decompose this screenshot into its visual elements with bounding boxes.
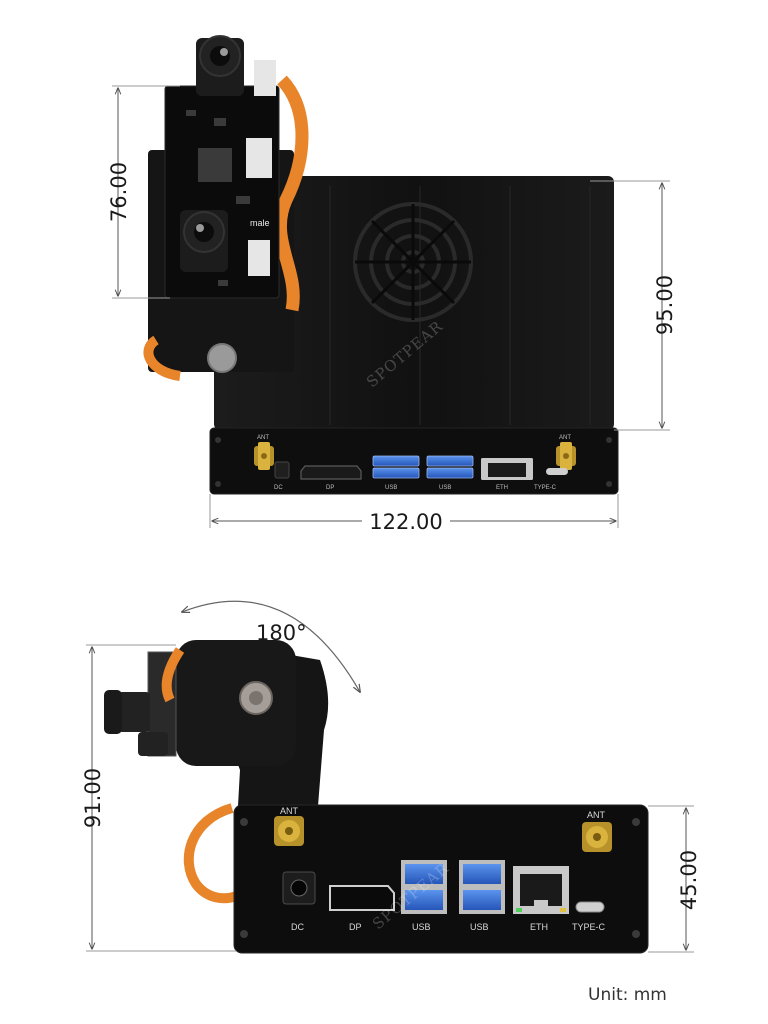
ethernet-port (481, 458, 533, 480)
ffc-cable-side (161, 647, 238, 904)
dimension-case-height: 45.00 (648, 805, 701, 953)
ant-label-left-front: ANT (280, 806, 299, 816)
dim-122-label: 122.00 (369, 510, 442, 534)
ethernet-port-front (513, 866, 569, 914)
pcb-components (186, 60, 276, 286)
dim-91-label: 91.00 (81, 768, 105, 828)
screw-icon (632, 930, 640, 938)
screw-icon (215, 437, 221, 443)
pcb-label: male (250, 218, 270, 228)
dp-label-front: DP (349, 922, 362, 932)
screw-icon (240, 818, 248, 826)
top-view: SPOTPEAR ANT ANT DC DP USB (143, 35, 619, 495)
front-view: 180° ANT ANT (104, 600, 649, 954)
dc-jack-front (282, 871, 316, 905)
typec-port-front (575, 901, 605, 913)
ffc-cable-top (273, 75, 309, 312)
dim-45-label: 45.00 (677, 850, 701, 910)
camera-lens-lower (180, 210, 228, 272)
dc-label: DC (274, 485, 283, 491)
usb-label-1-front: USB (412, 922, 431, 932)
antenna-connector-left-front (274, 816, 304, 846)
eth-label: ETH (496, 485, 508, 491)
camera-lens-side (104, 690, 168, 756)
typec-label-front: TYPE-C (572, 922, 606, 932)
eth-label-front: ETH (530, 922, 548, 932)
dimension-camera-height: 76.00 (107, 85, 180, 299)
camera-housing (176, 640, 296, 766)
dp-label: DP (326, 485, 334, 491)
dc-jack (274, 461, 290, 479)
usb-label-1: USB (385, 485, 397, 491)
ffc-cable-bottom-top (143, 335, 181, 381)
camera-lens-upper (196, 35, 244, 96)
usb-port-pair-1 (372, 455, 420, 479)
fan-grille-slots (355, 204, 471, 320)
dp-port-front (329, 885, 395, 911)
ant-label-right-front: ANT (587, 810, 606, 820)
unit-label: Unit: mm (588, 985, 667, 1005)
dimension-case-width: 122.00 (209, 494, 619, 534)
screw-icon (240, 930, 248, 938)
screw-icon (215, 481, 221, 487)
dp-port (300, 465, 362, 480)
thumb-screw-top (207, 343, 237, 373)
screw-icon (606, 481, 612, 487)
dim-76-label: 76.00 (107, 162, 131, 222)
antenna-connector-right (556, 442, 576, 470)
antenna-connector-right-front (582, 822, 612, 852)
typec-port (546, 468, 568, 475)
screw-icon (606, 437, 612, 443)
usb-label-2-front: USB (470, 922, 489, 932)
usb-label-2: USB (439, 485, 451, 491)
ant-label-left: ANT (257, 435, 269, 441)
typec-label: TYPE-C (534, 485, 557, 491)
usb-stack-2-front (459, 860, 505, 914)
dimension-total-height: 91.00 (81, 644, 236, 952)
usb-stack-1-front (401, 860, 447, 914)
dim-95-label: 95.00 (653, 275, 677, 335)
screw-icon (632, 818, 640, 826)
ant-label-right: ANT (559, 435, 571, 441)
usb-port-pair-2 (426, 455, 474, 479)
dc-label-front: DC (291, 922, 304, 932)
antenna-connector-left (254, 442, 274, 470)
case-ribs (329, 186, 591, 425)
dimension-case-depth: 95.00 (590, 180, 677, 431)
rotation-arc (182, 600, 360, 692)
